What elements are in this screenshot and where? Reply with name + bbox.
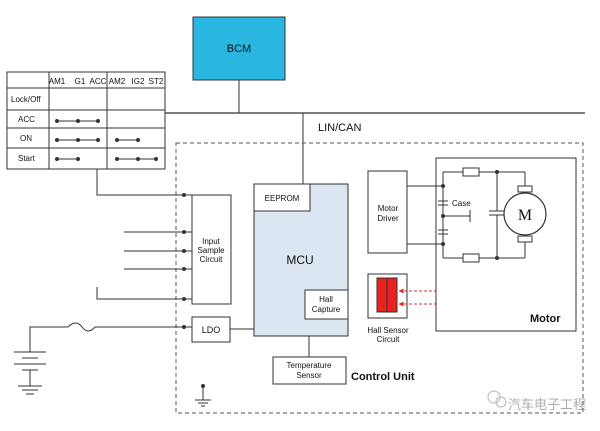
power-feed-line — [29, 326, 68, 335]
hall-capture-label-1: Hall — [319, 295, 333, 304]
bcm-label: BCM — [227, 43, 251, 55]
switch-col-ig2: IG2 — [132, 77, 145, 86]
junction-dot — [201, 384, 205, 388]
junction-dot — [182, 297, 186, 301]
junction-dot — [182, 193, 186, 197]
junction-dot — [441, 214, 445, 218]
battery-icon — [14, 335, 46, 395]
motor-symbol-label: M — [518, 207, 532, 224]
eeprom-label: EEPROM — [265, 194, 300, 203]
input-sample-label-3: Circuit — [200, 255, 223, 264]
junction-dot — [441, 184, 445, 188]
input-sample-block — [191, 194, 232, 305]
motor-icon — [503, 192, 547, 236]
temperature-sensor-label-1: Temperature — [287, 361, 332, 370]
hall-capture-block — [304, 289, 349, 320]
watermark-label: 汽车电子工程 — [508, 397, 586, 413]
switch-col-acc: ACC — [90, 77, 107, 86]
junction-dot — [441, 242, 445, 246]
watermark: 汽车电子工程 — [487, 390, 586, 413]
motor-block — [435, 157, 577, 332]
case-label: Case — [452, 199, 471, 208]
mcu-label: MCU — [286, 253, 313, 267]
bcm-block — [192, 16, 286, 81]
junction-dot — [495, 256, 499, 260]
hall-sensor-label-1: Hall Sensor — [367, 326, 409, 335]
switch-row-start: Start — [18, 154, 36, 163]
control-unit-label: Control Unit — [351, 371, 415, 383]
hall-capture-label-2: Capture — [312, 305, 341, 314]
temperature-sensor-block — [272, 356, 347, 385]
motor-driver-label-1: Motor — [378, 204, 399, 213]
bus-label: LIN/CAN — [318, 122, 361, 134]
junction-dot — [495, 170, 499, 174]
input-sample-label-1: Input — [202, 237, 221, 246]
junction-dot — [182, 249, 186, 253]
switch-col-am1: AM1 — [49, 77, 66, 86]
eeprom-block — [253, 183, 311, 212]
switch-col-g1: G1 — [75, 77, 86, 86]
ldo-label: LDO — [202, 325, 221, 335]
junction-dot — [182, 230, 186, 234]
motor-driver-label-2: Driver — [377, 214, 399, 223]
input-sample-label-2: Sample — [197, 246, 225, 255]
motor-brush-top — [517, 185, 533, 193]
ground-icon — [195, 386, 211, 407]
switch-signal-line — [96, 169, 184, 196]
fuse-symbol — [67, 322, 96, 332]
input-line-4 — [96, 287, 184, 300]
temperature-sensor-label-2: Sensor — [296, 371, 322, 380]
motor-brush-bottom — [517, 235, 533, 243]
switch-row-on: ON — [20, 134, 32, 143]
motor-label: Motor — [530, 313, 561, 325]
switch-row-lockoff: Lock/Off — [11, 95, 41, 104]
hall-sensor-label-2: Circuit — [377, 335, 400, 344]
ignition-switch-table: AM1 G1 ACC AM2 IG2 ST2 Lock/Off ACC ON S… — [6, 71, 166, 170]
junction-dot — [182, 325, 186, 329]
control-unit-boundary — [175, 142, 584, 414]
motor-driver-block — [367, 170, 408, 254]
switch-col-am2: AM2 — [109, 77, 126, 86]
switch-row-acc: ACC — [18, 115, 35, 124]
junction-dot — [182, 267, 186, 271]
switch-col-st2: ST2 — [149, 77, 164, 86]
